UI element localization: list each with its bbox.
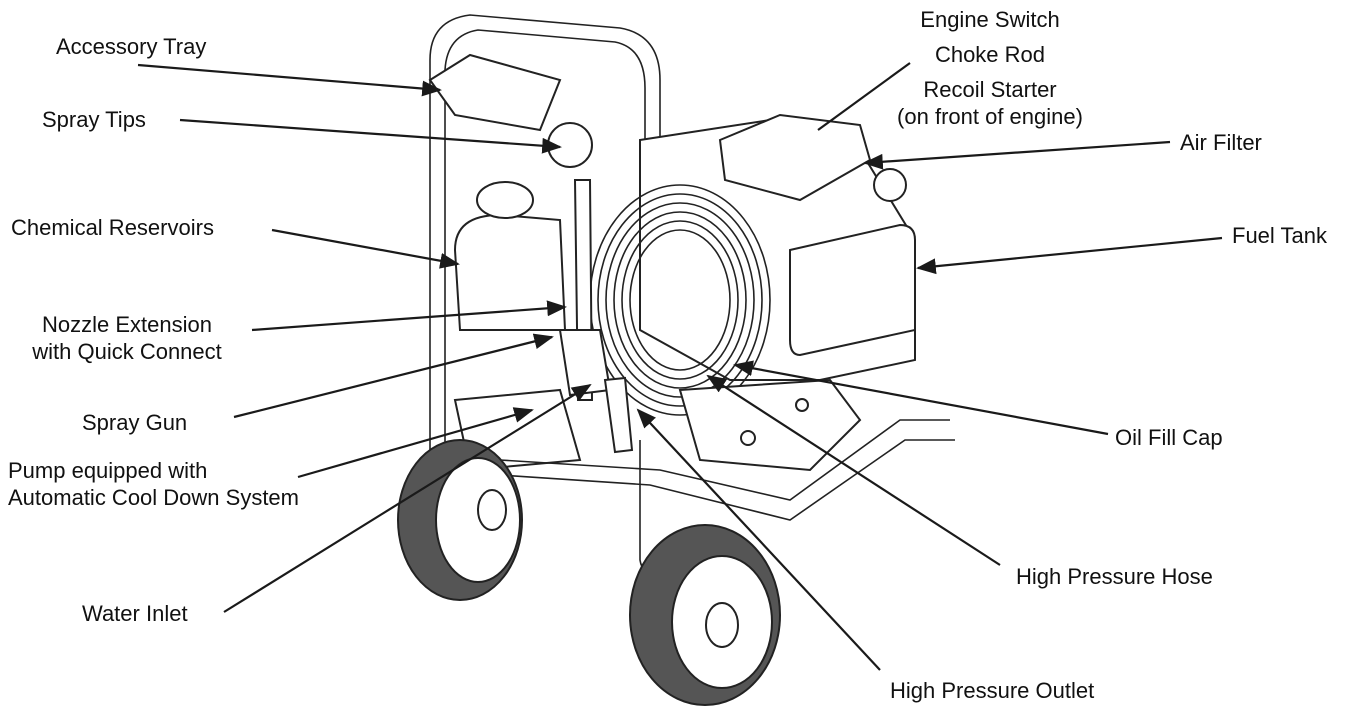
- leader-spray-tips: [179, 118, 562, 154]
- base-frame: [499, 419, 950, 501]
- label-high-pressure-outlet: High Pressure Outlet: [890, 678, 1095, 703]
- machine-drawing: [397, 14, 955, 706]
- label-engine-group: Engine Switch Choke Rod Recoil Starter (…: [880, 6, 1100, 130]
- high-pressure-outlet-fitting: [603, 376, 634, 454]
- leader-water-inlet: [223, 383, 592, 613]
- leader-high-pressure-outlet: [636, 408, 881, 671]
- label-high-pressure-hose: High Pressure Hose: [1016, 564, 1213, 589]
- right-wheel: [629, 524, 781, 706]
- left-wheel: [397, 439, 523, 601]
- leader-fuel-tank: [916, 236, 1223, 275]
- label-oil-fill-cap: Oil Fill Cap: [1115, 425, 1223, 450]
- label-nozzle-extension: Nozzle Extension with Quick Connect: [10, 311, 244, 365]
- leader-nozzle-extension: [251, 300, 567, 332]
- label-nozzle-extension-line1: Nozzle Extension: [42, 312, 212, 337]
- chemical-reservoir-shape: [453, 213, 567, 331]
- handle-frame: [429, 14, 661, 470]
- label-spray-gun: Spray Gun: [82, 410, 188, 435]
- leader-chemical-reservoirs: [271, 228, 460, 269]
- accessory-tray-shape: [428, 53, 562, 132]
- leader-high-pressure-hose: [706, 374, 1001, 566]
- leader-pump: [297, 407, 534, 479]
- leader-lines: [137, 62, 1223, 671]
- label-water-inlet: Water Inlet: [82, 601, 188, 626]
- label-chemical-reservoirs: Chemical Reservoirs: [11, 215, 214, 240]
- leader-engine-switch: [817, 62, 911, 131]
- leader-air-filter: [863, 140, 1171, 170]
- leader-oil-fill-cap: [733, 360, 1109, 436]
- engine-base: [678, 378, 862, 472]
- spray-tips-holder: [547, 122, 593, 168]
- label-spray-tips: Spray Tips: [42, 107, 146, 132]
- spray-gun-shape: [558, 329, 612, 397]
- label-recoil-starter-line2: (on front of engine): [897, 104, 1083, 129]
- label-recoil-starter-line1: Recoil Starter: [923, 77, 1057, 102]
- fuel-tank-shape: [789, 223, 916, 357]
- label-pump-line2: Automatic Cool Down System: [8, 485, 299, 510]
- label-fuel-tank: Fuel Tank: [1232, 223, 1327, 248]
- reservoir-cap: [476, 181, 534, 219]
- leader-accessory-tray: [137, 63, 442, 97]
- label-pump: Pump equipped with Automatic Cool Down S…: [5, 457, 299, 511]
- leader-spray-gun: [233, 333, 554, 419]
- label-air-filter: Air Filter: [1180, 130, 1262, 155]
- fuel-cap: [873, 168, 907, 202]
- label-choke-rod: Choke Rod: [934, 42, 1046, 67]
- label-engine-switch: Engine Switch: [920, 7, 1060, 32]
- label-nozzle-extension-line2: with Quick Connect: [32, 339, 222, 364]
- label-accessory-tray: Accessory Tray: [56, 34, 207, 59]
- label-pump-line1: Pump equipped with: [8, 458, 208, 483]
